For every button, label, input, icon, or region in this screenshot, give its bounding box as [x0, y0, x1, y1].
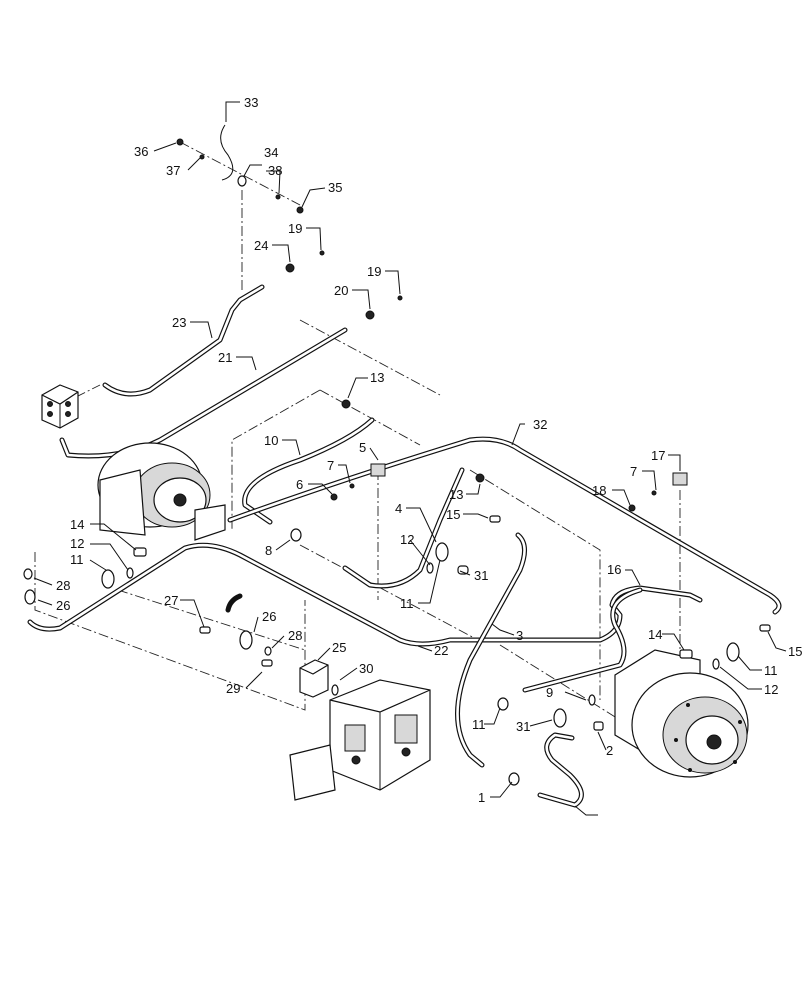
callout-7: 7 — [630, 464, 637, 479]
callout-20: 20 — [334, 283, 348, 298]
callout-15: 15 — [446, 507, 460, 522]
callout-13: 13 — [449, 487, 463, 502]
tube-22 — [27, 542, 703, 647]
callout-15: 15 — [788, 644, 802, 659]
callout-28: 28 — [56, 578, 70, 593]
junction-block-25 — [299, 659, 329, 698]
assembly-centerlines — [34, 141, 681, 721]
callout-11: 11 — [400, 596, 414, 611]
tube-stub — [225, 593, 243, 613]
clamp-assembly — [176, 124, 657, 512]
callout-9: 11 — [472, 717, 486, 732]
callout-33: 33 — [244, 95, 258, 110]
callout-26: 26 — [262, 609, 276, 624]
hydraulic-pump — [289, 679, 431, 801]
drive-motor-left — [97, 442, 226, 541]
callout-11: 11 — [764, 663, 778, 678]
callout-8: 8 — [265, 543, 272, 558]
callout-28: 28 — [288, 628, 302, 643]
callout-12: 12 — [400, 532, 414, 547]
callout-22: 22 — [434, 643, 448, 658]
callout-27: 27 — [164, 593, 178, 608]
callout-12: 12 — [70, 536, 84, 551]
callout-13: 13 — [370, 370, 384, 385]
callout-25: 25 — [332, 640, 346, 655]
callout-labels: 33 36 34 37 38 35 19 24 19 20 23 21 13 3… — [56, 95, 802, 805]
callout-36: 36 — [134, 144, 148, 159]
callout-34: 34 — [264, 145, 278, 160]
tube-32 — [227, 436, 782, 615]
callout-37: 37 — [166, 163, 180, 178]
callout-17: 17 — [651, 448, 665, 463]
callout-3: 3 — [516, 628, 523, 643]
callout-23: 23 — [172, 315, 186, 330]
callout-14: 14 — [648, 627, 662, 642]
callout-19: 19 — [288, 221, 302, 236]
callout-12: 9 — [546, 685, 553, 700]
components — [23, 124, 771, 801]
valve-block — [41, 384, 79, 429]
callout-24: 24 — [254, 238, 268, 253]
callout-19: 19 — [367, 264, 381, 279]
block-5 — [370, 463, 386, 477]
callout-16: 16 — [607, 562, 621, 577]
callout-31: 2 — [606, 743, 613, 758]
callout-6: 6 — [296, 477, 303, 492]
callout-31: 31 — [474, 568, 488, 583]
callout-11: 11 — [70, 552, 84, 567]
callout-14: 14 — [70, 517, 84, 532]
callout-30: 30 — [359, 661, 373, 676]
callout-12: 12 — [764, 682, 778, 697]
callout-10: 10 — [264, 433, 278, 448]
callout-21: 21 — [218, 350, 232, 365]
fittings — [23, 263, 771, 786]
drive-motor-right — [614, 649, 749, 778]
callout-18: 18 — [592, 483, 606, 498]
callout-38: 38 — [268, 163, 282, 178]
block-17 — [672, 472, 688, 486]
callout-32: 32 — [533, 417, 547, 432]
callout-26: 26 — [56, 598, 70, 613]
callout-5: 5 — [359, 440, 366, 455]
hydraulic-lines — [27, 284, 782, 808]
callout-4: 4 — [395, 501, 402, 516]
callout-11: 31 — [516, 719, 530, 734]
callout-29: 29 — [226, 681, 240, 696]
callout-7: 7 — [327, 458, 334, 473]
leader-lines — [33, 101, 787, 816]
callout-35: 35 — [328, 180, 342, 195]
tube-4 — [342, 467, 465, 589]
callout-2: 1 — [478, 790, 485, 805]
